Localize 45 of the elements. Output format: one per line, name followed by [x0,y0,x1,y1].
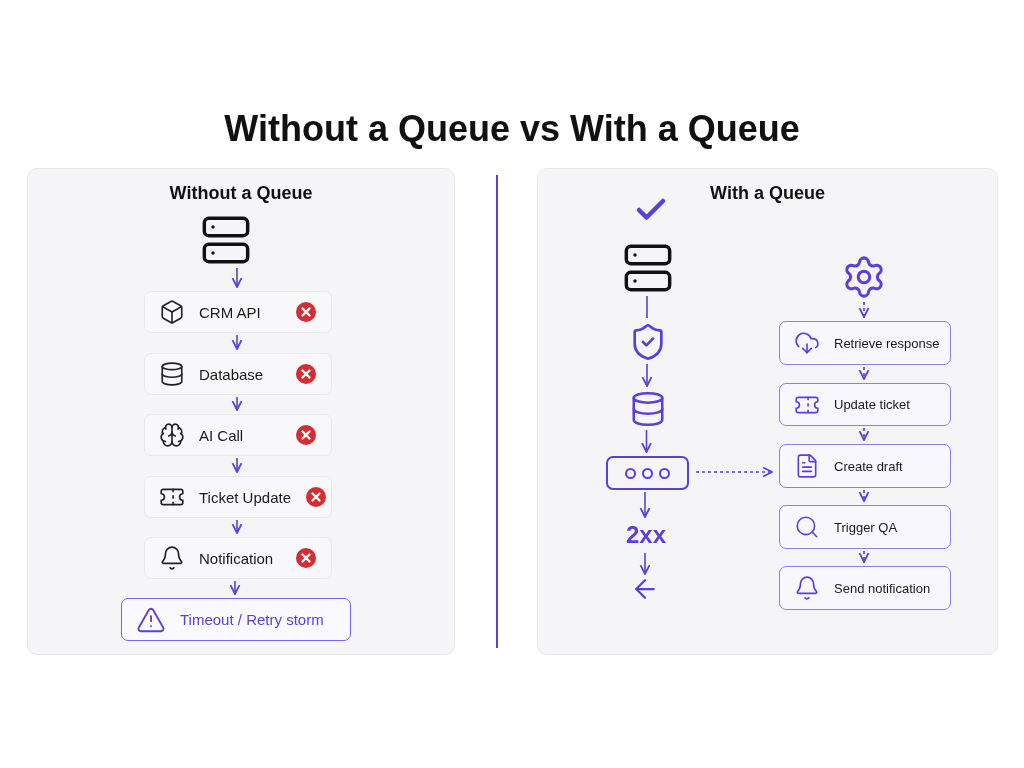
box-label: Database [199,365,265,383]
status-code: 2xx [621,521,671,551]
box-label: Ticket Update [199,488,291,506]
arrow [858,550,870,563]
process-box [144,291,332,333]
panel [27,168,455,655]
arrow [858,489,870,502]
arrow [231,519,243,534]
process-box [779,505,951,549]
arrow [231,334,243,350]
box-label: Create draft [834,458,904,474]
box-label: Notification [199,549,275,567]
process-box [144,353,332,395]
panel [537,168,998,655]
process-box [779,383,951,426]
process-box [779,444,951,488]
queue-box [606,456,689,490]
arrow [231,396,243,411]
panel-heading: With a Queue [709,183,826,204]
arrow [229,580,241,595]
arrow [858,366,870,380]
box-label: Send notification [834,580,932,596]
arrow [639,491,651,518]
box-label: AI Call [199,426,245,444]
arrow [858,427,870,441]
box-label: Update ticket [834,397,911,412]
box-label: CRM API [199,303,262,321]
process-box [779,566,951,610]
arrow [858,301,870,318]
box-label: Timeout / Retry storm [180,611,325,628]
process-box [144,476,332,518]
title: Without a Queue vs With a Queue [223,108,801,150]
process-box [144,537,332,579]
process-box [779,321,951,365]
process-box [144,414,332,456]
arrow [639,552,651,575]
arrow [641,363,653,387]
box-label: Retrieve response [834,335,940,351]
arrow [641,429,652,453]
arrow [231,457,243,473]
arrow [231,267,243,288]
panel-heading: Without a Queue [168,183,314,204]
arrow [695,466,773,478]
box-label: Trigger QA [834,519,899,535]
alert-box [121,598,351,641]
